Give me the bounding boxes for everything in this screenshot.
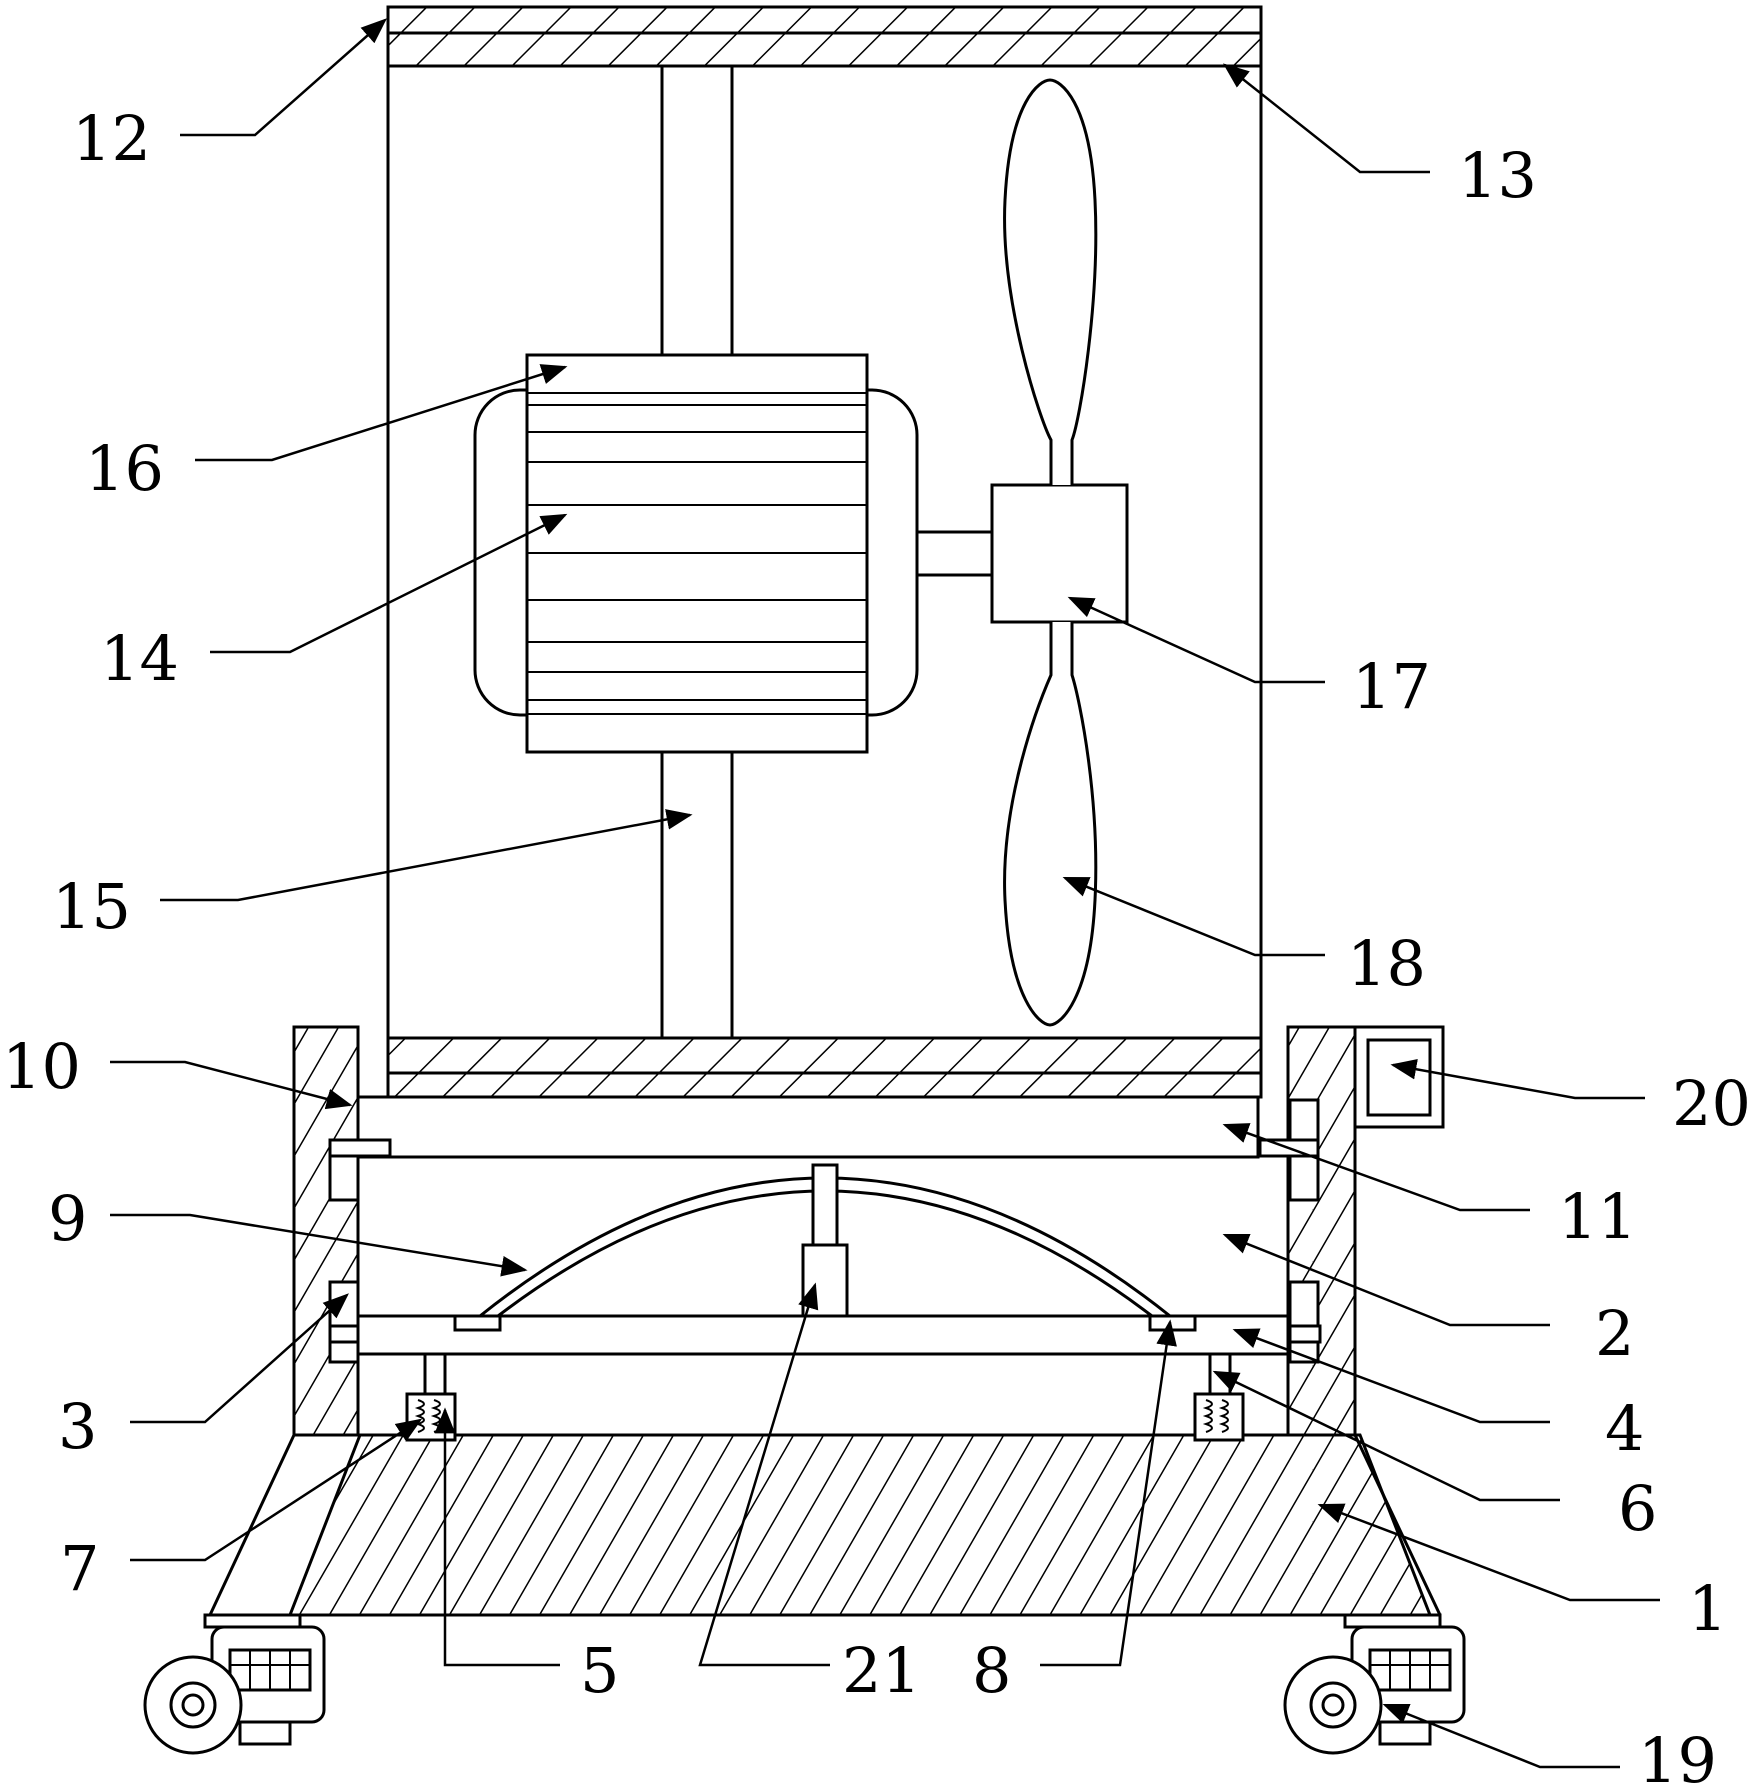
telescopic-rod [801, 1163, 849, 1318]
leader-10 [110, 1060, 353, 1110]
support-column [660, 66, 734, 1038]
label-17: 17 [1352, 650, 1431, 723]
leader-2 [1222, 1233, 1550, 1327]
leader-9 [110, 1213, 528, 1277]
label-10: 10 [2, 1030, 81, 1103]
right-caster-wheel [1283, 1613, 1466, 1755]
support-plate [356, 1314, 1290, 1356]
leader-11 [1222, 1123, 1530, 1212]
leader-6 [1212, 1370, 1560, 1502]
label-12: 12 [72, 102, 151, 175]
leader-8 [1040, 1319, 1177, 1667]
leader-12 [180, 18, 387, 137]
label-3: 3 [58, 1390, 97, 1463]
housing-bottom-plate [386, 1036, 1263, 1099]
part-labels: 12 13 16 14 15 17 18 10 20 11 9 2 3 4 6 … [2, 102, 1751, 1787]
label-16: 16 [85, 432, 164, 505]
label-2: 2 [1595, 1297, 1634, 1370]
base-body [287, 1433, 1433, 1617]
leader-21 [698, 1282, 830, 1667]
leader-3 [130, 1293, 349, 1424]
leader-20 [1390, 1058, 1645, 1100]
label-14: 14 [100, 622, 179, 695]
label-9: 9 [48, 1182, 87, 1255]
label-8: 8 [972, 1634, 1011, 1707]
leader-14 [210, 513, 568, 654]
label-19: 19 [1638, 1724, 1717, 1787]
fan-blades [1003, 78, 1098, 1027]
leader-15 [160, 809, 693, 902]
right-slider-blocks [1258, 1098, 1322, 1364]
label-7: 7 [60, 1532, 99, 1605]
label-6: 6 [1618, 1472, 1657, 1545]
label-21: 21 [842, 1634, 921, 1707]
motor-shaft [915, 530, 994, 577]
label-5: 5 [580, 1634, 619, 1707]
label-11: 11 [1558, 1180, 1637, 1253]
leader-16 [195, 364, 568, 462]
fan-hub [990, 483, 1129, 624]
leader-1 [1317, 1503, 1660, 1602]
leader-4 [1232, 1328, 1550, 1424]
leader-17 [1067, 596, 1325, 684]
leader-lines [110, 18, 1660, 1769]
leader-7 [130, 1418, 423, 1562]
lifting-plate [356, 1095, 1260, 1159]
label-15: 15 [52, 870, 131, 943]
label-20: 20 [1672, 1067, 1751, 1140]
leader-18 [1062, 876, 1325, 957]
leader-5 [434, 1407, 560, 1667]
label-18: 18 [1347, 927, 1426, 1000]
left-caster-wheel [143, 1613, 326, 1755]
motor [473, 353, 919, 754]
leader-13 [1222, 63, 1430, 174]
top-plate [386, 5, 1263, 68]
label-1: 1 [1688, 1572, 1727, 1645]
control-box [1353, 1025, 1445, 1129]
leader-19 [1382, 1703, 1620, 1769]
label-4: 4 [1605, 1392, 1644, 1465]
label-13: 13 [1458, 139, 1537, 212]
